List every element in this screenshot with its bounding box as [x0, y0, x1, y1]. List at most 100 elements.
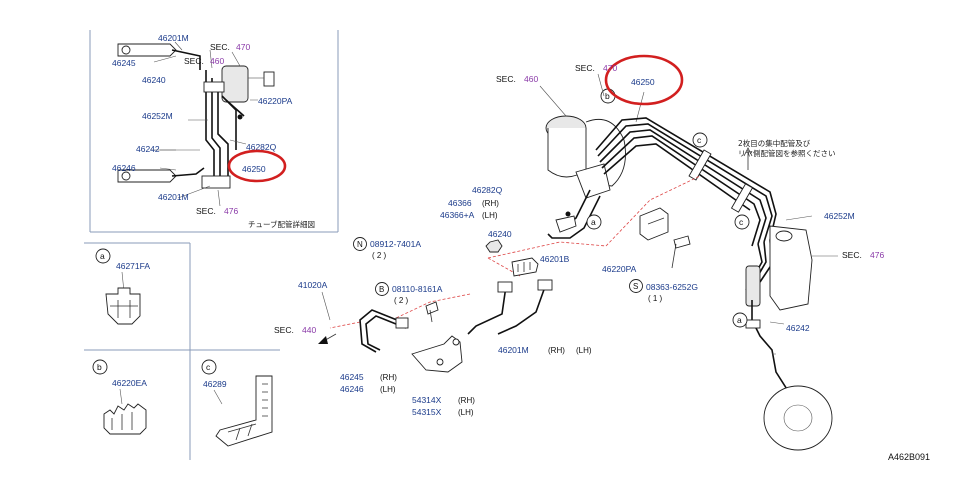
inset-pipe-1: [205, 70, 215, 176]
sec440-arrowhead: [318, 336, 328, 344]
inset-clamp: [203, 81, 225, 93]
inset-tube-detail: 46201M 46245 46240 SEC. 470 SEC. 460 462…: [112, 33, 315, 229]
main-label-46245-side: (RH): [380, 373, 397, 382]
circle-a-main-2-label: a: [737, 315, 742, 325]
main-label-46366A-side: (LH): [482, 211, 498, 220]
circle-N-label: N: [357, 240, 363, 249]
abs-top-port: [775, 230, 793, 242]
detail-c-circle: [201, 359, 217, 375]
fitting-46282Q: [565, 211, 571, 217]
main-label-41020A: 41020A: [298, 280, 328, 290]
inset-highlight-46250: [227, 149, 287, 183]
inset-pipe-5: [225, 99, 245, 117]
main-label-46245: 46245: [340, 372, 364, 382]
circle-N: [353, 237, 367, 251]
inset-sec-prefix-476: SEC.: [196, 206, 216, 216]
main-label-54315X-side: (LH): [458, 408, 474, 417]
detail-b-clip: [103, 403, 147, 435]
inset-sec-470: 470: [236, 42, 250, 52]
detail-c: c 46289: [201, 359, 273, 447]
note-arrow: [743, 147, 753, 170]
inset-sec-prefix-460: SEC.: [184, 56, 204, 66]
inset-label-46282Q: 46282Q: [246, 142, 277, 152]
inset-clip-top: [117, 43, 177, 57]
hose-46201M-rh: [467, 285, 507, 335]
circle-S-label: S: [633, 282, 638, 291]
circle-B-label: B: [379, 285, 384, 294]
detail-b-circle: [92, 359, 108, 375]
main-label-46246-side: (LH): [380, 385, 396, 394]
main-label-46201M-rh: (RH): [548, 346, 565, 355]
clip-46201B: [511, 257, 539, 277]
inset-label-46245: 46245: [112, 58, 136, 68]
inset-hose-bottom: [171, 167, 205, 177]
inset-caption: チューブ配管詳細図: [248, 219, 315, 229]
main-sec-prefix-470: SEC.: [575, 63, 595, 73]
abs-accumulator: [745, 265, 761, 307]
inset-label-46252M: 46252M: [142, 111, 173, 121]
hose-46242-clip: [745, 319, 761, 329]
main-sec-prefix-476: SEC.: [842, 250, 862, 260]
main-label-54314X: 54314X: [412, 395, 442, 405]
inset-clip-bottom-hole: [121, 171, 131, 181]
main-highlight-46250: [604, 54, 684, 106]
main-label-08110-qty: ( 2 ): [394, 296, 409, 305]
inset-clip-bottom: [117, 169, 177, 183]
main-label-46252M: 46252M: [824, 211, 855, 221]
inset-fitting-dot: [237, 114, 243, 120]
detail-c-circle-label: c: [206, 362, 211, 372]
main-label-46366-side: (RH): [482, 199, 499, 208]
main-sec-460: 460: [524, 74, 538, 84]
inset-label-46240: 46240: [142, 75, 166, 85]
inset-reservoir-cap: [263, 71, 275, 87]
detail-c-bracket: [215, 375, 273, 447]
detail-panel-borders: [84, 242, 280, 460]
main-label-46220PA: 46220PA: [602, 264, 637, 274]
bolt-08363: [673, 235, 691, 249]
main-label-46240: 46240: [488, 229, 512, 239]
bracket-54314X: [411, 335, 463, 373]
main-label-46246: 46246: [340, 384, 364, 394]
detail-b: b 46220EA: [92, 359, 147, 435]
note-line-1: 2枚目の集中配管及び: [738, 138, 811, 148]
inset-label-46246: 46246: [112, 163, 136, 173]
circle-b-main-label: b: [605, 91, 610, 101]
pipe-bundle-5: [603, 143, 751, 211]
inset-label-46201M-bottom: 46201M: [158, 192, 189, 202]
main-label-46366A: 46366+A: [440, 210, 475, 220]
main-label-46250: 46250: [631, 77, 655, 87]
bracket-hole-1: [452, 338, 460, 346]
main-label-08912-qty: ( 2 ): [372, 251, 387, 260]
circle-a-main-1-label: a: [591, 217, 596, 227]
main-label-08363: 08363-6252G: [646, 282, 698, 292]
panel-borders: [84, 30, 339, 460]
circle-a-main-2: [732, 312, 748, 328]
main-label-54315X: 54315X: [412, 407, 442, 417]
hose-fitting-rh: [497, 281, 513, 293]
inset-pipe-2: [211, 78, 221, 176]
detail-b-part-label: 46220EA: [112, 378, 147, 388]
circle-a-main-1: [586, 214, 602, 230]
main-label-08363-qty: ( 1 ): [648, 294, 663, 303]
abs-actuator: [769, 225, 813, 311]
hose-46245: [359, 309, 403, 353]
bracket-46366: [555, 215, 577, 233]
inset-clip-top-hole: [121, 45, 131, 55]
circle-c1: [692, 132, 708, 148]
circle-c1-label: c: [697, 135, 702, 145]
hose-fitting-lh: [537, 279, 553, 291]
inset-booster: [221, 65, 249, 103]
inset-junction-block: [201, 175, 231, 189]
main-label-46242: 46242: [786, 323, 810, 333]
pipe-bundle-4: [601, 135, 761, 247]
detail-a-circle: [95, 248, 111, 264]
hose-46246: [365, 315, 407, 351]
rear-rotor-hub: [783, 404, 813, 432]
main-label-46201M-lh: (LH): [576, 346, 592, 355]
main-label-46201M: 46201M: [498, 345, 529, 355]
main-label-46201B: 46201B: [540, 254, 570, 264]
hose-46201M-lh: [497, 283, 547, 335]
bolt-08110: [425, 301, 439, 315]
main-label-08912: 08912-7401A: [370, 239, 421, 249]
